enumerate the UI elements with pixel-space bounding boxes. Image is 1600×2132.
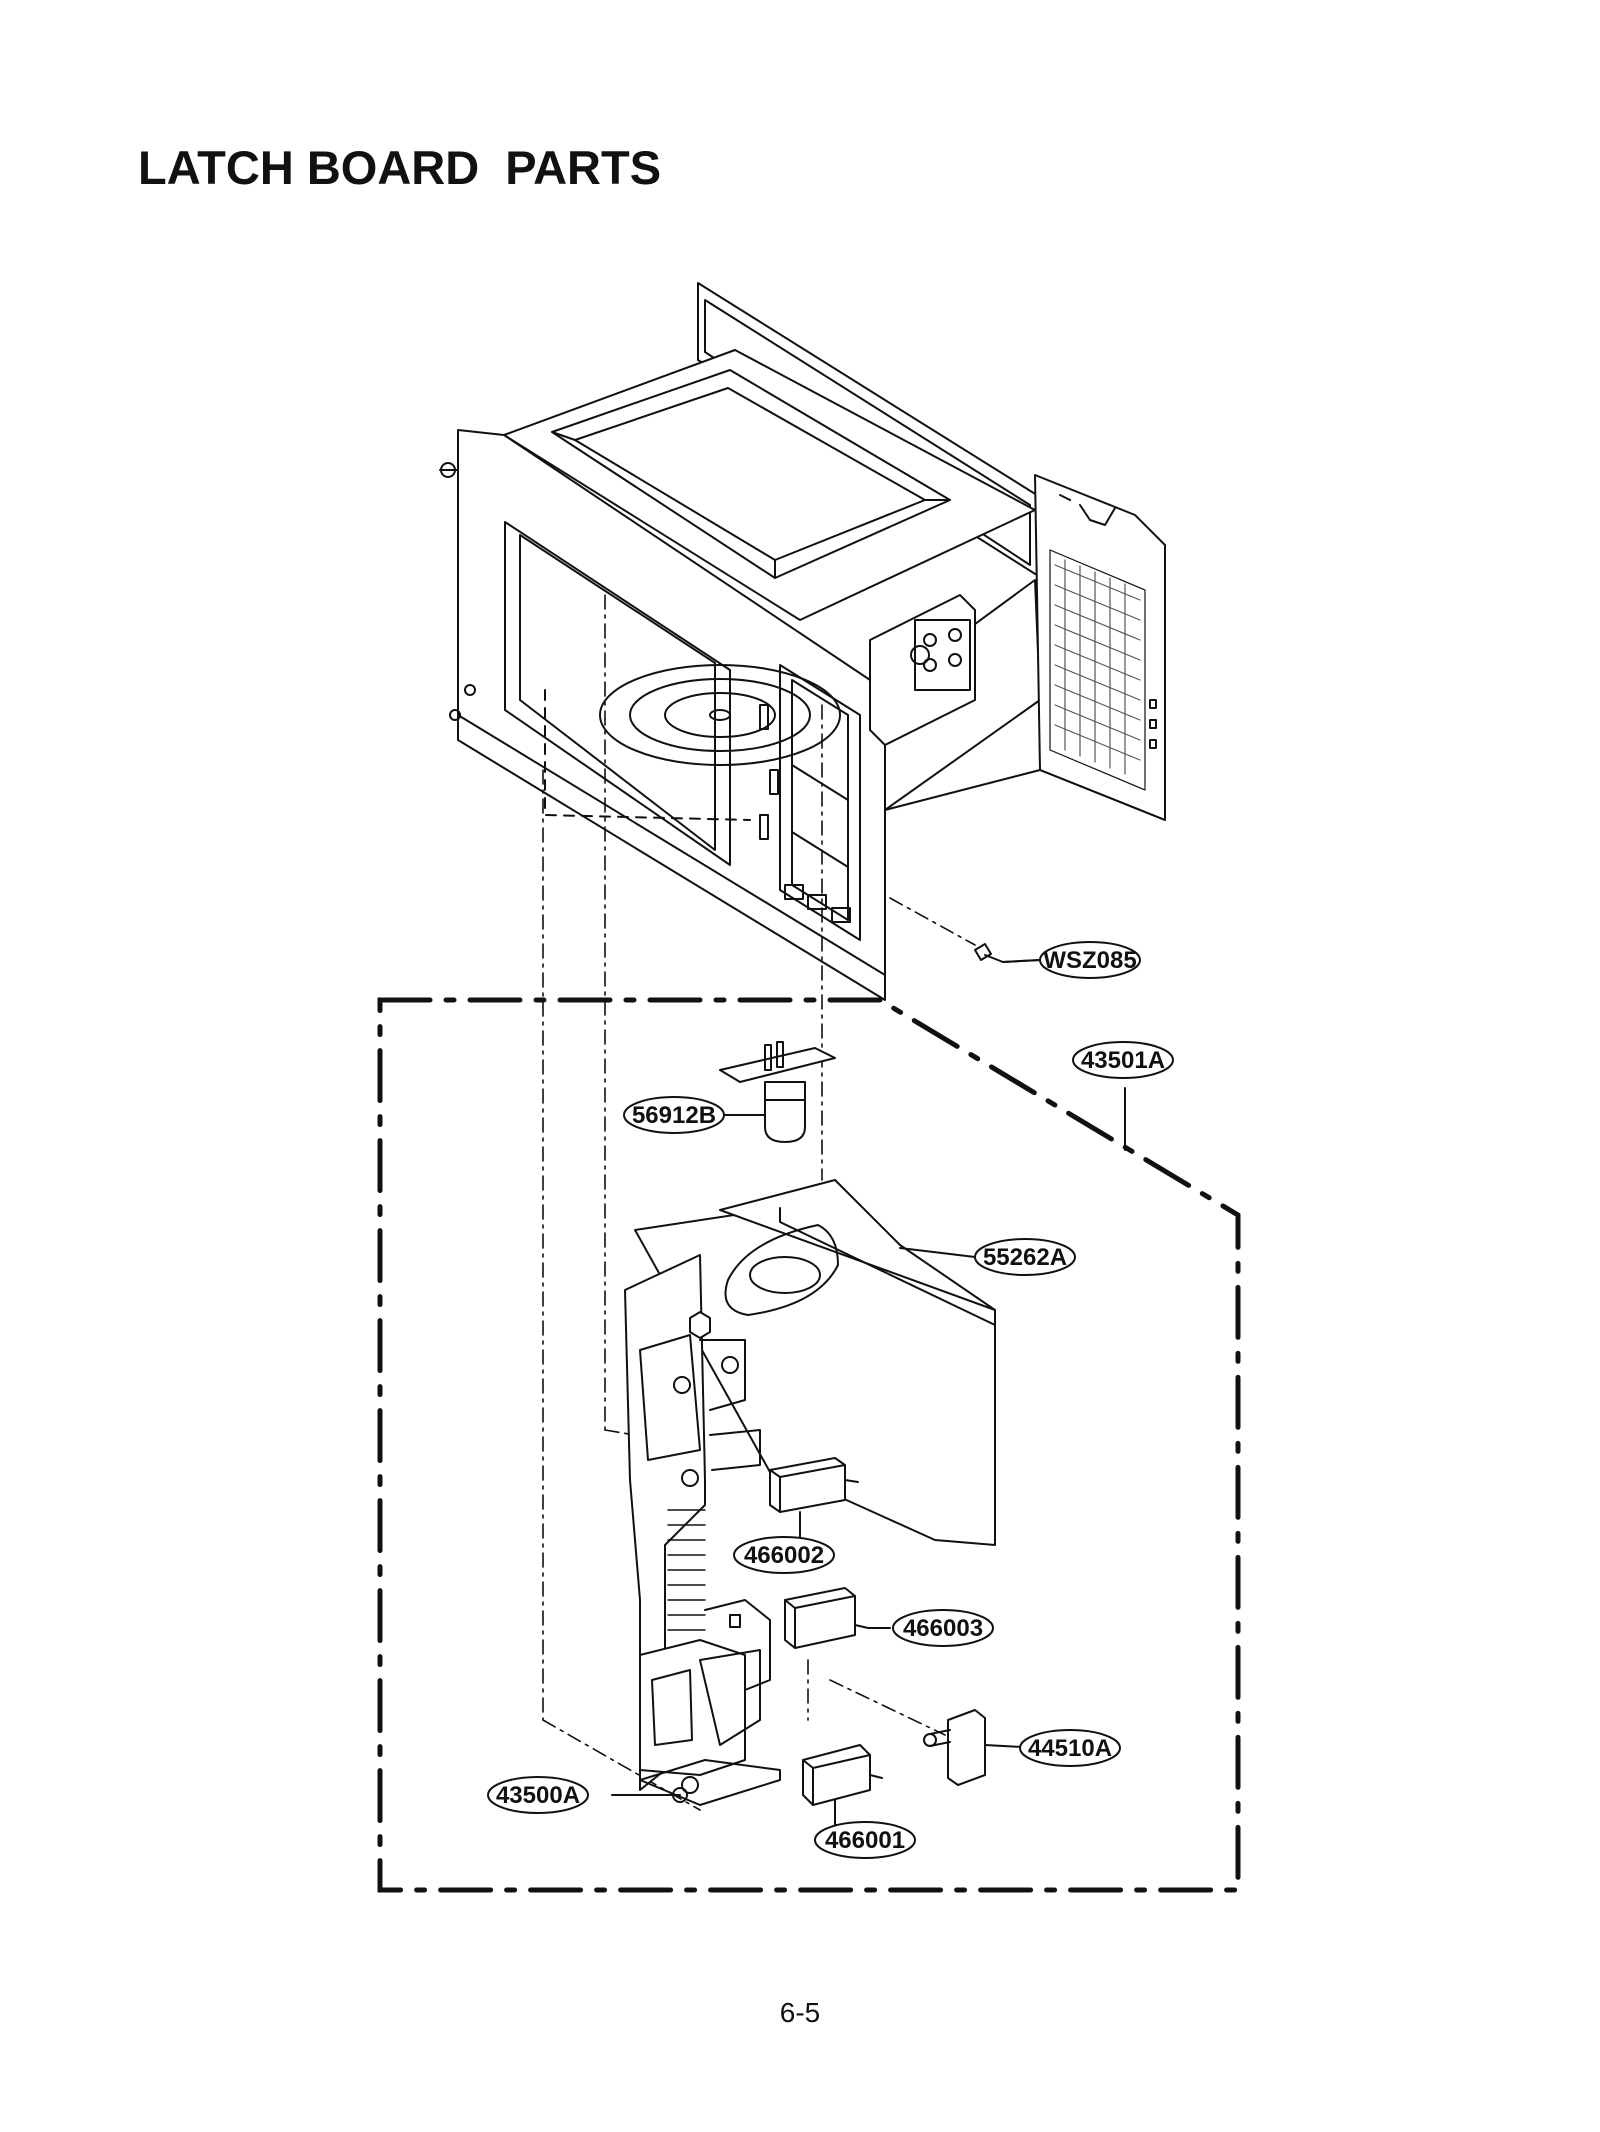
switch-466001 bbox=[802, 1744, 883, 1826]
microwave-cavity-assembly bbox=[439, 282, 1166, 1001]
svg-text:44510A: 44510A bbox=[1028, 1735, 1112, 1762]
screw-part bbox=[974, 943, 1041, 963]
latch-board bbox=[624, 1179, 996, 1806]
svg-text:56912B: 56912B bbox=[632, 1102, 716, 1129]
callout-43501a: 43501A bbox=[1072, 1041, 1174, 1079]
callout-44510a: 44510A bbox=[1019, 1729, 1121, 1767]
svg-text:466002: 466002 bbox=[744, 1542, 824, 1569]
svg-text:43500A: 43500A bbox=[496, 1782, 580, 1809]
svg-text:55262A: 55262A bbox=[983, 1244, 1067, 1271]
callout-466002: 466002 bbox=[733, 1536, 835, 1574]
callout-wsz085: WSZ085 bbox=[1039, 941, 1141, 979]
svg-text:466003: 466003 bbox=[903, 1615, 983, 1642]
callout-56912b: 56912B bbox=[623, 1096, 725, 1134]
callout-466001: 466001 bbox=[814, 1821, 916, 1859]
hook-lever-part bbox=[923, 1709, 986, 1786]
alignment-lines bbox=[542, 594, 976, 1811]
page-title: LATCH BOARD PARTS bbox=[138, 141, 662, 194]
lamp-part bbox=[719, 1041, 836, 1143]
callout-466003: 466003 bbox=[892, 1609, 994, 1647]
svg-text:WSZ085: WSZ085 bbox=[1043, 947, 1136, 974]
page-number: 6-5 bbox=[779, 1997, 821, 2028]
svg-text:43501A: 43501A bbox=[1081, 1047, 1165, 1074]
switch-466003 bbox=[784, 1587, 869, 1649]
callout-55262a: 55262A bbox=[974, 1238, 1076, 1276]
switch-466002 bbox=[769, 1457, 859, 1526]
svg-text:466001: 466001 bbox=[825, 1827, 905, 1854]
callout-43500a: 43500A bbox=[487, 1776, 589, 1814]
